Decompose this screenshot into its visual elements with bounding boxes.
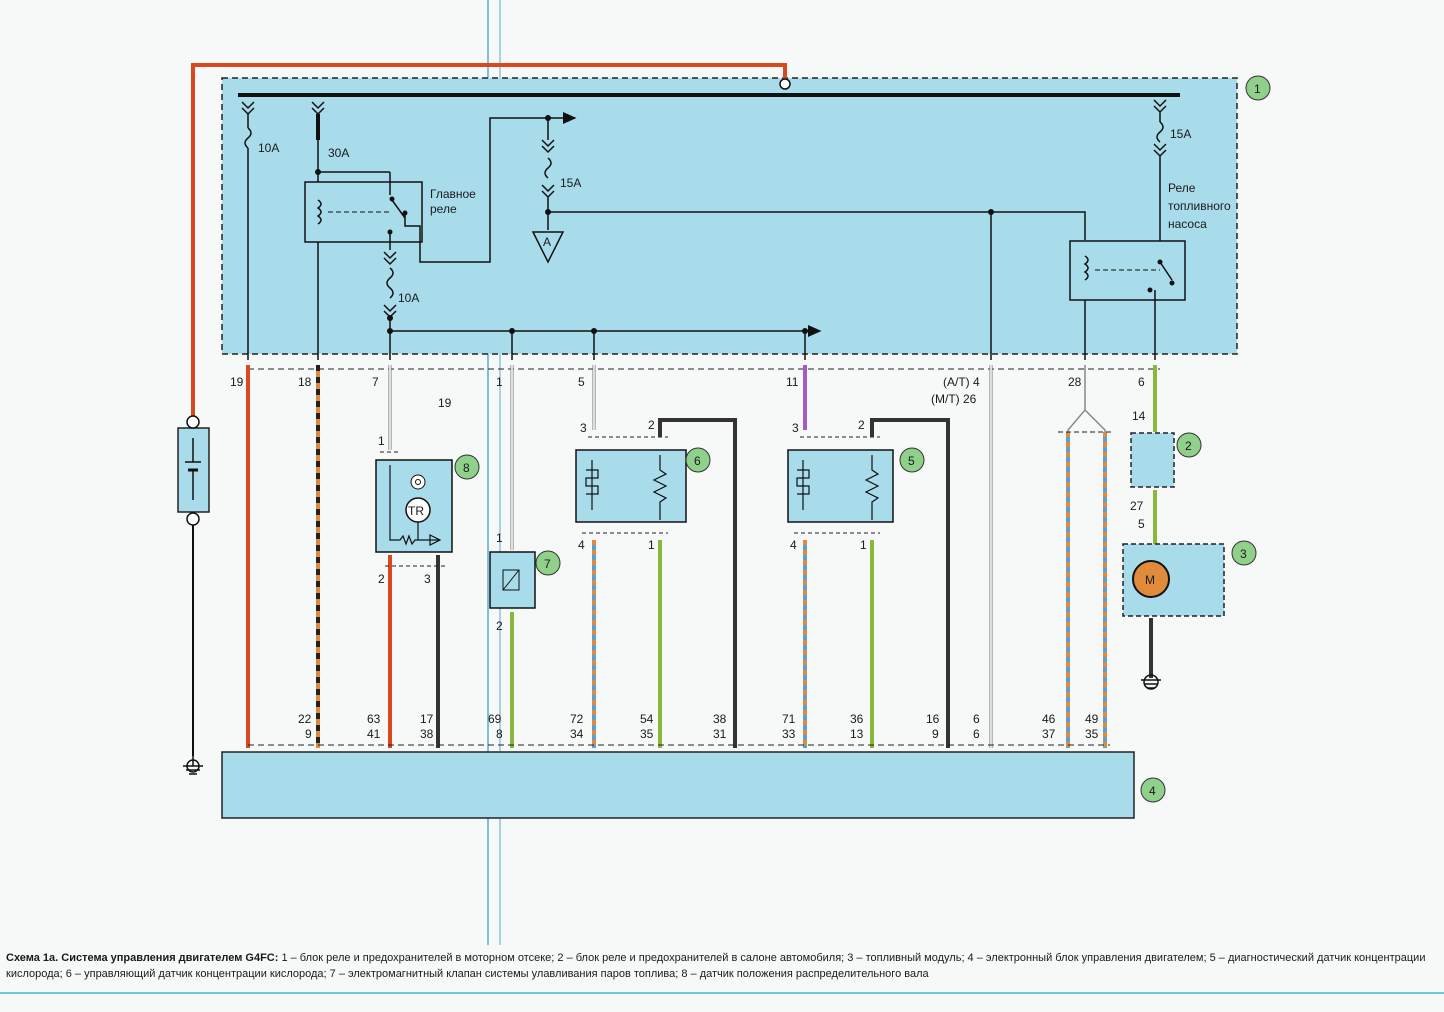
ecu-pin-h: 71 [782,712,796,726]
s6-pin-4: 4 [578,538,585,552]
fuel-relay-label-1: Реле [1168,181,1196,195]
block-7-number: 7 [544,557,551,571]
ecu-pin-k2: 6 [973,727,980,741]
s8-pin-2: 2 [378,572,385,586]
main-relay-label-2: реле [430,202,457,216]
block-3-number: 3 [1240,547,1247,561]
b2-pin-14: 14 [1132,409,1146,423]
s7-pin-2: 2 [496,619,503,633]
ecu-pin-d2: 8 [496,727,503,741]
ecu-pin-g2: 31 [713,727,727,741]
fuse-label-10a-lower: 10A [398,291,419,305]
block-8-number: 8 [463,461,470,475]
ecu-pin-g: 38 [713,712,727,726]
ecu-pin-l2: 37 [1042,727,1056,741]
wiring-diagram: 10A 30A Главное реле 10A 15A [177,0,1271,945]
fuel-relay-label-2: топливного [1168,199,1231,213]
figure-caption: Схема 1а. Система управления двигателем … [6,950,1436,982]
block-2-badge [1176,432,1202,458]
block-8-badge [454,454,480,480]
s6-pin-1: 1 [648,538,655,552]
fuel-relay-label-3: насоса [1168,217,1207,231]
ground-icon [183,756,203,775]
ecu-pin-h2: 33 [782,727,796,741]
pin-6: 6 [1138,375,1145,389]
caption-title: Схема 1а. Система управления двигателем … [6,952,279,964]
block-3-badge [1231,540,1257,566]
fuse-label-15a: 15A [560,176,581,190]
s5-pin-2: 2 [858,418,865,432]
ground-icon [1141,674,1161,690]
pin-mt: (M/T) 26 [931,392,977,406]
ecu-pin-l: 46 [1042,712,1056,726]
fuse-label-15a-right: 15A [1170,127,1191,141]
ecu-pin-a: 22 [298,712,312,726]
bottom-rule [0,992,1444,994]
pin-at: (A/T) 4 [943,375,980,389]
caption-text: 1 – блок реле и предохранителей в моторн… [6,952,1426,980]
ecu-pin-f2: 35 [640,727,654,741]
block-4-badge [1140,777,1166,803]
ecu-pin-k: 6 [973,712,980,726]
block-7-badge [535,550,561,576]
pin-5: 5 [578,375,585,389]
tr-symbol: TR [408,504,424,518]
s6-pin-2: 2 [648,418,655,432]
fuse-label-10a: 10A [258,141,279,155]
main-relay-label-1: Главное [430,187,476,201]
s7-pin-1: 1 [496,531,503,545]
ecu-pin-j2: 9 [932,727,939,741]
block-5-badge [899,447,925,473]
pin-7: 7 [372,375,379,389]
block-1-number: 1 [1254,82,1261,96]
motor-icon [1132,560,1170,598]
motor-label: M [1145,573,1155,587]
pin-18: 18 [298,375,312,389]
ecu-pin-b: 63 [367,712,381,726]
ecu-pin-i: 36 [850,712,864,726]
fuel-module [1122,543,1225,617]
ecu-pin-c2: 38 [420,727,434,741]
block-5-number: 5 [908,454,915,468]
ecu-pin-a2: 9 [305,727,312,741]
battery-wire [191,63,787,420]
pin-19: 19 [230,375,244,389]
ecu-pin-m2: 35 [1085,727,1099,741]
block-2-number: 2 [1185,439,1192,453]
block-4-number: 4 [1149,784,1156,798]
block-6-number: 6 [694,454,701,468]
ref-a-label: A [543,235,551,249]
ecu-pin-m: 49 [1085,712,1099,726]
engine-ecu [221,751,1135,819]
ecu-pin-i2: 13 [850,727,864,741]
pin-11: 11 [786,375,799,389]
ref-a-icon [531,231,565,264]
fuse-label-30a: 30A [328,146,349,160]
ecu-pin-b2: 41 [367,727,381,741]
b2-pin-27: 27 [1130,499,1144,513]
ecu-pin-f: 54 [640,712,654,726]
fuse-30a-icon [311,101,325,360]
ecu-pin-e2: 34 [570,727,584,741]
purge-valve [489,551,536,609]
b3-pin-5: 5 [1138,517,1145,531]
s5-pin-4: 4 [790,538,797,552]
block-1-badge [1245,75,1271,101]
block-6-badge [685,447,711,473]
pin-1: 1 [496,375,503,389]
pin-19-label: 19 [438,396,452,410]
fuse-10a-icon [241,101,255,360]
ecu-pin-d: 69 [488,712,502,726]
pin-28: 28 [1068,375,1082,389]
fuse-10a-lower-icon [383,232,397,360]
cabin-fuse-box [1130,432,1175,488]
s8-pin-1: 1 [378,434,385,448]
s6-pin-3: 3 [580,421,587,435]
ecu-pin-e: 72 [570,712,584,726]
s8-pin-3: 3 [424,572,431,586]
ecu-pin-c: 17 [420,712,434,726]
s5-pin-3: 3 [792,421,799,435]
s5-pin-1: 1 [860,538,867,552]
ecu-pin-j: 16 [926,712,940,726]
